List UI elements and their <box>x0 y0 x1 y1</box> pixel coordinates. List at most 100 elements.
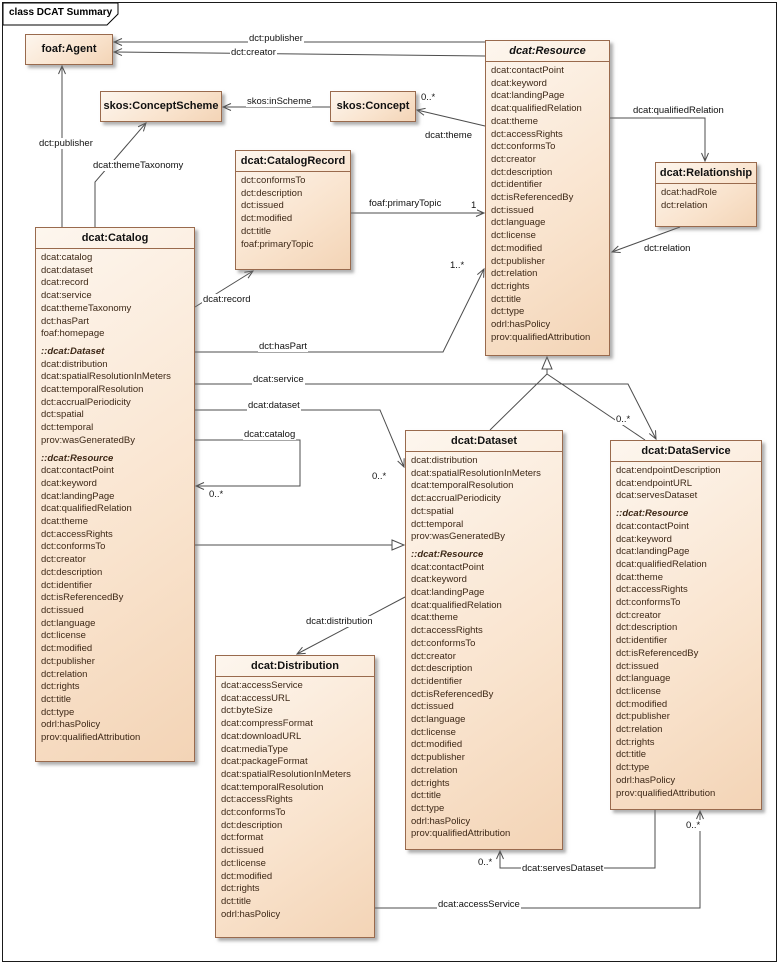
attribute: dcat:distribution <box>411 455 478 466</box>
edge-label-primarytopic: foaf:primaryTopic <box>368 198 443 209</box>
class-foaf-agent[interactable]: foaf:Agent <box>25 34 113 65</box>
attribute: dcat:endpointDescription <box>616 465 721 476</box>
attribute: foaf:homepage <box>41 328 105 340</box>
attribute: dct:creator <box>491 153 536 165</box>
attribute: dcat:distribution <box>41 358 108 370</box>
attribute: dct:language <box>616 673 671 685</box>
attribute: dct:title <box>616 749 647 761</box>
attribute: dct:rights <box>491 280 530 292</box>
attribute: ::dcat:Dataset <box>41 345 105 357</box>
attribute: dct:license <box>491 230 536 242</box>
attribute: dct:identifier <box>41 579 93 591</box>
attribute: dcat:qualifiedRelation <box>41 503 132 515</box>
class-dcat-distribution[interactable]: dcat:Distribution dcat:accessService dcat… <box>215 655 375 938</box>
attribute: dcat:qualifiedRelation <box>411 599 502 611</box>
attribute: dcat:dataset <box>41 264 93 276</box>
edge-label-catalog-self: dcat:catalog <box>243 429 297 440</box>
class-title: skos:ConceptScheme <box>103 100 219 112</box>
attribute: prov:wasGeneratedBy <box>411 531 505 543</box>
attribute: dct:modified <box>411 739 463 751</box>
attribute: dct:accessRights <box>616 584 688 596</box>
attribute: dct:language <box>411 714 466 726</box>
class-title: dcat:DataService <box>611 441 761 462</box>
attribute: dcat:theme <box>41 516 88 528</box>
attribute: dct:modified <box>616 698 668 710</box>
edge-label-relation-right: dct:relation <box>643 243 692 254</box>
attribute: dcat:qualifiedRelation <box>616 558 707 570</box>
attribute: dct:publisher <box>411 752 465 764</box>
multiplicity-service: 0..* <box>615 414 632 425</box>
attribute: dct:relation <box>616 724 663 736</box>
attribute: dcat:keyword <box>41 477 97 489</box>
class-title: dcat:Catalog <box>36 228 194 249</box>
edge-label-theme: dcat:theme <box>424 130 473 141</box>
attribute: odrl:hasPolicy <box>221 908 281 920</box>
class-title: dcat:Relationship <box>656 163 756 184</box>
edge-label-record: dcat:record <box>202 294 252 305</box>
attribute: dcat:keyword <box>491 77 547 89</box>
attribute: dcat:contactPoint <box>491 65 564 76</box>
frame-title: class DCAT Summary <box>9 7 113 18</box>
attribute: dct:identifier <box>411 675 463 687</box>
multiplicity-dataset: 0..* <box>371 471 388 482</box>
attribute: dct:publisher <box>616 711 670 723</box>
attribute: dcat:downloadURL <box>221 730 302 742</box>
attribute: dct:conformsTo <box>241 175 306 186</box>
attribute: dcat:theme <box>411 612 458 624</box>
attribute: dct:relation <box>491 268 538 280</box>
attribute: dct:isReferencedBy <box>491 192 574 204</box>
edge-label-creator: dct:creator <box>230 47 277 58</box>
attribute: dcat:contactPoint <box>411 561 484 573</box>
attribute: ::dcat:Resource <box>616 508 689 520</box>
attribute: dct:publisher <box>41 655 95 667</box>
attribute: dcat:contactPoint <box>41 465 114 477</box>
edge-label-dataset: dcat:dataset <box>247 400 301 411</box>
class-skos-concept[interactable]: skos:Concept <box>330 91 416 122</box>
attribute: dct:modified <box>41 643 93 655</box>
attribute: dct:issued <box>221 845 264 857</box>
attribute: dct:description <box>491 166 553 178</box>
attribute: dct:relation <box>661 199 708 211</box>
attribute: dct:rights <box>41 681 80 693</box>
attribute: dct:description <box>221 819 283 831</box>
attribute: dct:conformsTo <box>221 807 286 819</box>
attribute: dcat:qualifiedRelation <box>491 103 582 115</box>
attribute: dcat:accessService <box>221 680 303 691</box>
attribute: dct:temporal <box>411 518 464 530</box>
edge-label-themetaxonomy: dcat:themeTaxonomy <box>92 160 185 171</box>
attribute: dct:accessRights <box>411 625 483 637</box>
attribute: prov:qualifiedAttribution <box>491 331 591 343</box>
attribute: foaf:primaryTopic <box>241 238 314 250</box>
attribute: dct:isReferencedBy <box>616 647 699 659</box>
class-skos-conceptscheme[interactable]: skos:ConceptScheme <box>100 91 222 122</box>
class-title: dcat:Distribution <box>216 656 374 677</box>
attribute: prov:qualifiedAttribution <box>616 787 716 799</box>
attribute: dcat:record <box>41 277 89 289</box>
attribute: dct:issued <box>241 200 284 212</box>
class-title: foaf:Agent <box>41 43 97 55</box>
attribute: dct:temporal <box>41 422 94 434</box>
attribute: dct:byteSize <box>221 705 273 717</box>
attribute: dct:language <box>491 217 546 229</box>
attribute: dct:conformsTo <box>411 637 476 649</box>
attribute: dct:identifier <box>491 179 543 191</box>
attribute: dct:accrualPeriodicity <box>41 396 131 408</box>
attribute: odrl:hasPolicy <box>616 774 676 786</box>
edge-label-servesdataset: dcat:servesDataset <box>521 863 605 874</box>
class-dcat-dataservice[interactable]: dcat:DataService dcat:endpointDescriptio… <box>610 440 762 810</box>
attribute: dct:issued <box>616 660 659 672</box>
attribute: dcat:catalog <box>41 252 93 263</box>
edge-label-publisher-left: dct:publisher <box>38 138 94 149</box>
frame-tab <box>2 2 119 26</box>
attribute: dcat:packageFormat <box>221 756 308 768</box>
multiplicity-catalog-self: 0..* <box>208 489 225 500</box>
attribute: odrl:hasPolicy <box>41 719 101 731</box>
